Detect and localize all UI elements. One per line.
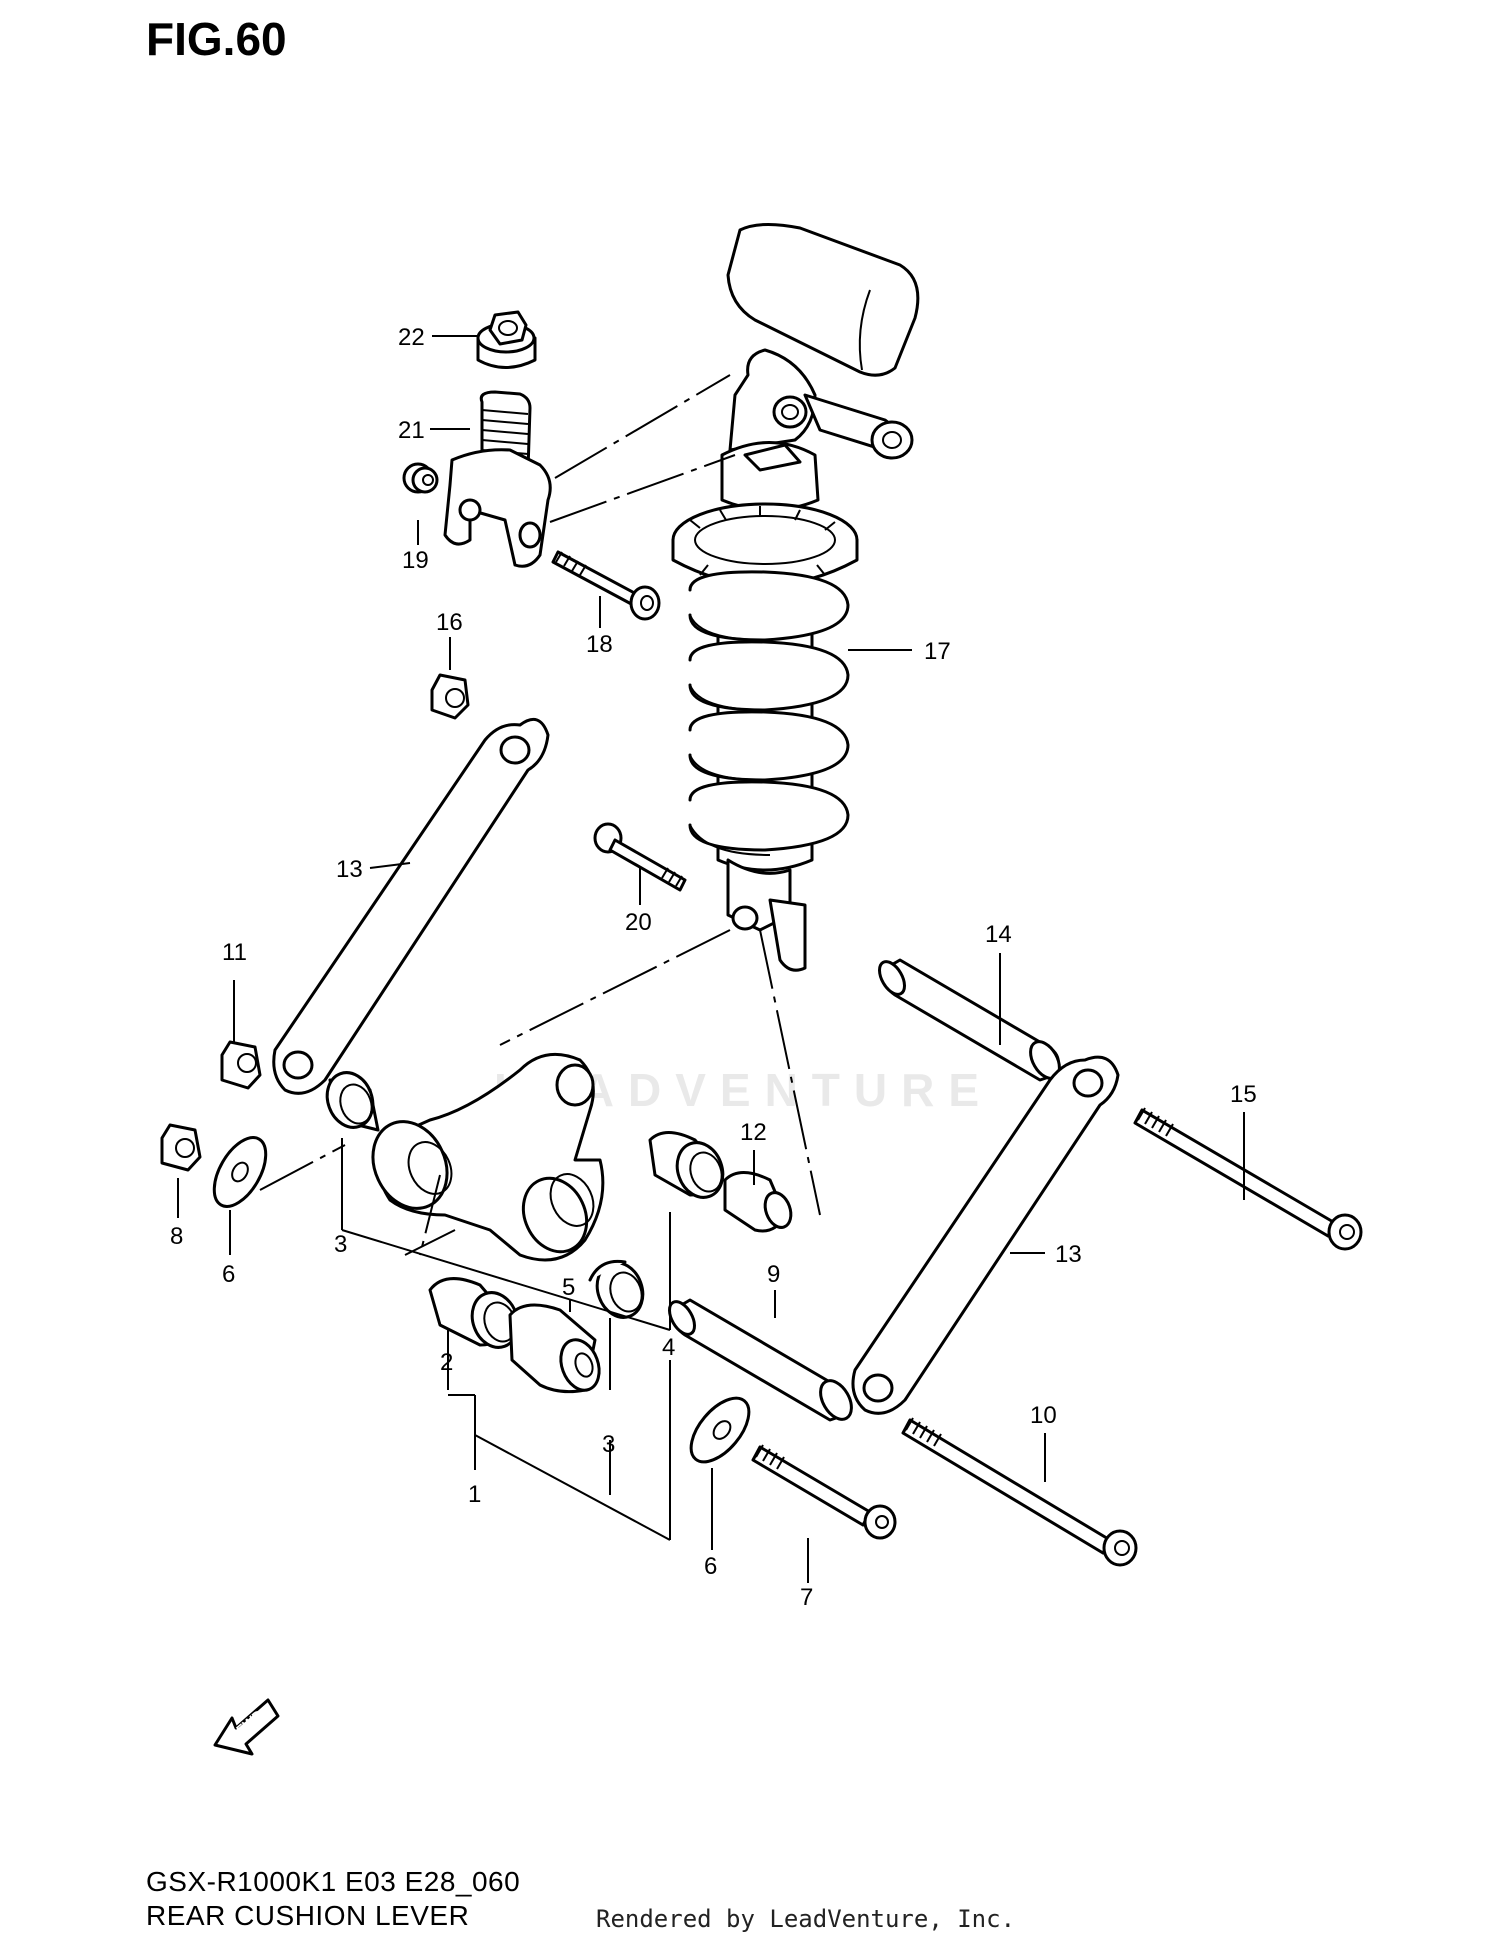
bolt-10[interactable] [901, 1417, 1138, 1567]
callout-12: 12 [740, 1119, 767, 1146]
callout-22: 22 [398, 324, 425, 351]
model-code: GSX-R1000K1 E03 E28_060 [146, 1866, 521, 1897]
callout-3-upper: 3 [334, 1231, 347, 1258]
callout-18: 18 [586, 631, 613, 658]
bearing-3-lower[interactable] [588, 1256, 650, 1324]
cushion-lever-1[interactable] [359, 1052, 605, 1262]
callout-10: 10 [1030, 1402, 1057, 1429]
render-credit: Rendered by LeadVenture, Inc. [596, 1905, 1016, 1933]
callout-19: 19 [402, 547, 429, 574]
callout-9: 9 [767, 1261, 780, 1288]
callout-17: 17 [924, 638, 951, 665]
callout-7: 7 [800, 1584, 813, 1611]
figure-title: FIG.60 [146, 13, 287, 65]
callout-numbers: 22 21 19 18 16 17 13 20 11 14 15 12 8 3 … [170, 324, 1257, 1611]
spacer-12[interactable] [723, 1171, 795, 1233]
flange-nut-22[interactable] [476, 310, 537, 369]
sleeve-14[interactable] [874, 957, 1065, 1083]
bearing-3-upper[interactable] [320, 1066, 380, 1134]
callout-8: 8 [170, 1223, 183, 1250]
sleeve-9[interactable] [664, 1297, 857, 1424]
callout-11: 11 [222, 939, 247, 966]
callout-15: 15 [1230, 1081, 1257, 1108]
callout-6-left: 6 [222, 1261, 235, 1288]
washer-6-left[interactable] [204, 1129, 277, 1215]
callout-5: 5 [562, 1274, 575, 1301]
washer-6-right[interactable] [680, 1388, 759, 1472]
cushion-rod-13-left[interactable] [272, 717, 550, 1095]
nut-16[interactable] [430, 673, 470, 720]
callout-4: 4 [662, 1334, 675, 1361]
callout-6-right: 6 [704, 1553, 717, 1580]
bolt-20[interactable] [593, 822, 687, 892]
callout-3-lower: 3 [602, 1431, 615, 1458]
nut-19[interactable] [402, 462, 439, 494]
callout-16: 16 [436, 609, 463, 636]
callout-13-left: 13 [336, 856, 363, 883]
spacer-5[interactable] [508, 1303, 606, 1396]
rear-shock-absorber[interactable] [671, 223, 920, 972]
bolt-18[interactable] [551, 550, 661, 621]
callout-20: 20 [625, 909, 652, 936]
callout-13-right: 13 [1055, 1241, 1082, 1268]
fwd-arrow-icon: FWD [213, 1698, 280, 1756]
nut-11[interactable] [220, 1040, 262, 1090]
callout-2: 2 [440, 1349, 453, 1376]
assembly-name: REAR CUSHION LEVER [146, 1900, 470, 1931]
shock-upper-bracket[interactable] [443, 390, 552, 568]
leader-lines [177, 335, 1245, 1583]
bolt-7[interactable] [751, 1444, 897, 1540]
bearing-4[interactable] [648, 1131, 730, 1204]
cushion-rod-13-right[interactable] [851, 1055, 1120, 1415]
callout-14: 14 [985, 921, 1012, 948]
callout-1: 1 [468, 1481, 481, 1508]
assembly-lines [259, 374, 821, 1256]
nut-8[interactable] [160, 1123, 202, 1172]
bolt-15[interactable] [1133, 1107, 1363, 1251]
callout-21: 21 [398, 417, 425, 444]
